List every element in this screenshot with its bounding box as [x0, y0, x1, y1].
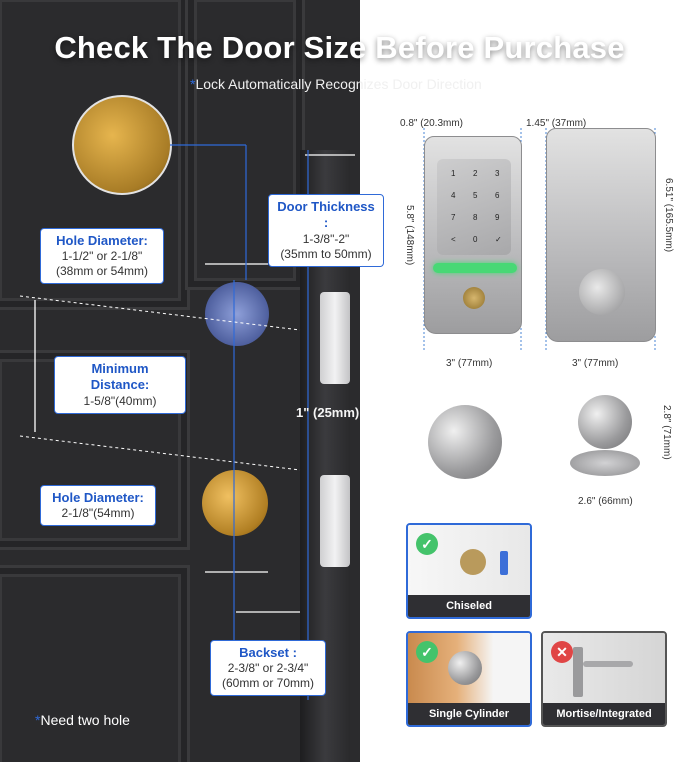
option-mortise-integrated: ✕ Mortise/Integrated: [541, 631, 667, 727]
page-subtitle: *Lock Automatically Recognizes Door Dire…: [190, 76, 482, 92]
footnote: *Need two hole: [35, 712, 130, 728]
led-ring: [433, 263, 517, 273]
backset-callout: Backset : 2-3/8" or 2-3/4" (60mm or 70mm…: [210, 640, 326, 697]
lower-bore-hole: [202, 470, 268, 536]
keypad-key: 9: [495, 213, 500, 222]
upper-bore-hole: [205, 282, 269, 346]
latch-closeup-circle: [72, 95, 172, 195]
hole-diameter-callout-bottom: Hole Diameter: 2-1/8"(54mm): [40, 485, 156, 527]
keypad-key: 3: [495, 169, 500, 178]
page-title: Check The Door Size Before Purchase: [54, 30, 625, 65]
close-icon: ✕: [551, 641, 573, 663]
lower-strike-plate: [320, 475, 350, 567]
front-keypad-lock: 1 2 3 4 5 6 7 8 9 <0 ✓: [424, 136, 522, 334]
keyhole: [463, 287, 485, 309]
keypad-key: <: [451, 235, 456, 244]
front-depth-label: 0.8" (20.3mm): [400, 118, 464, 129]
option-single-cylinder-label: Single Cylinder: [408, 703, 530, 725]
thumb-turn: [579, 269, 625, 315]
rear-height-label: 6.51" (165.5mm): [663, 178, 674, 253]
keypad-key: 8: [473, 213, 478, 222]
rear-depth-label: 1.45" (37mm): [526, 118, 587, 129]
front-width-label: 3" (77mm): [446, 358, 493, 369]
keypad-key: 4: [451, 191, 456, 200]
keypad: 1 2 3 4 5 6 7 8 9 <0 ✓: [437, 159, 511, 255]
check-icon: ✓: [416, 533, 438, 555]
keypad-key: 0: [473, 235, 478, 244]
side-knob: [578, 395, 632, 449]
door-panel-bottom: [0, 565, 190, 762]
door-thickness-callout: Door Thickness : 1-3/8"-2" (35mm to 50mm…: [268, 194, 384, 267]
keypad-key: 5: [473, 191, 478, 200]
option-chiseled: ✓ Chiseled: [406, 523, 532, 619]
keypad-key: 7: [451, 213, 456, 222]
front-knob: [428, 405, 502, 479]
option-chiseled-label: Chiseled: [408, 595, 530, 617]
edge-width-label: 1" (25mm): [296, 405, 360, 420]
option-mortise-integrated-label: Mortise/Integrated: [543, 703, 665, 725]
keypad-key: 1: [451, 169, 456, 178]
minimum-distance-callout: Minimum Distance: 1-5/8"(40mm): [54, 356, 186, 414]
upper-strike-plate: [320, 292, 350, 384]
side-knob-base: [570, 450, 640, 476]
front-height-label: 5.8" (148mm): [404, 205, 415, 266]
rear-width-label: 3" (77mm): [572, 358, 619, 369]
option-single-cylinder: ✓ Single Cylinder: [406, 631, 532, 727]
keypad-key: 2: [473, 169, 478, 178]
check-icon: ✓: [416, 641, 438, 663]
knob-width-label: 2.6" (66mm): [578, 496, 633, 507]
hole-diameter-callout-top: Hole Diameter: 1-1/2" or 2-1/8" (38mm or…: [40, 228, 164, 285]
keypad-key: ✓: [495, 235, 502, 244]
rear-thumb-turn-lock: [546, 128, 656, 342]
keypad-key: 6: [495, 191, 500, 200]
knob-height-label: 2.8" (71mm): [661, 405, 672, 460]
